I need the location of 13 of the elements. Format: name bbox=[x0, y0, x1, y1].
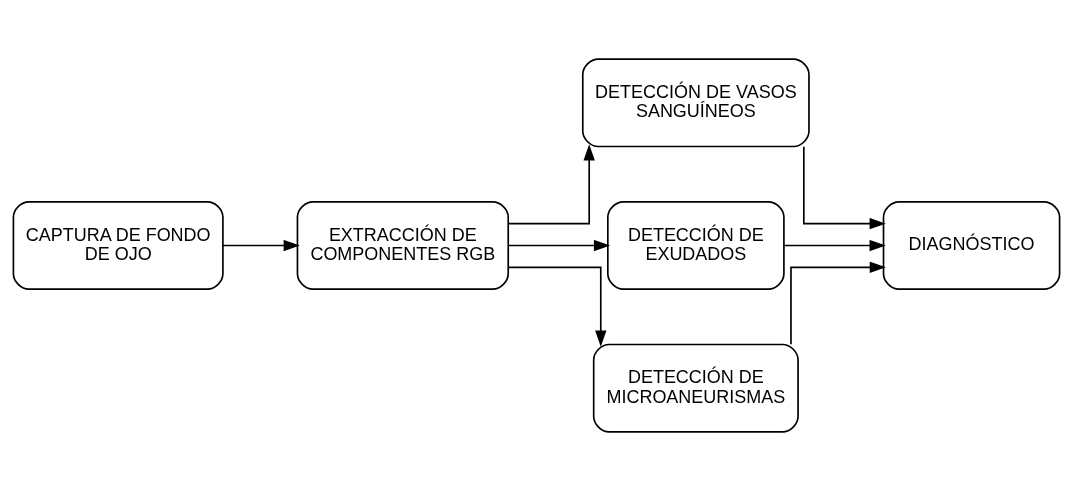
node-box: DIAGNÓSTICO bbox=[882, 200, 1061, 291]
arrow bbox=[222, 239, 300, 252]
arrow bbox=[507, 266, 607, 347]
node-box: DETECCIÓN DE EXUDADOS bbox=[607, 200, 785, 291]
node-box: DETECCIÓN DE VASOS SANGUÍNEOS bbox=[581, 58, 810, 148]
node-box: DETECCIÓN DE MICROANEURISMAS bbox=[592, 343, 799, 433]
arrow bbox=[507, 144, 595, 225]
arrow bbox=[803, 145, 886, 230]
node-box: CAPTURA DE FONDO DE OJO bbox=[12, 200, 224, 291]
arrow bbox=[790, 261, 886, 346]
arrow bbox=[507, 239, 611, 252]
arrow bbox=[783, 239, 886, 252]
node-box: EXTRACCIÓN DE COMPONENTES RGB bbox=[296, 200, 510, 291]
